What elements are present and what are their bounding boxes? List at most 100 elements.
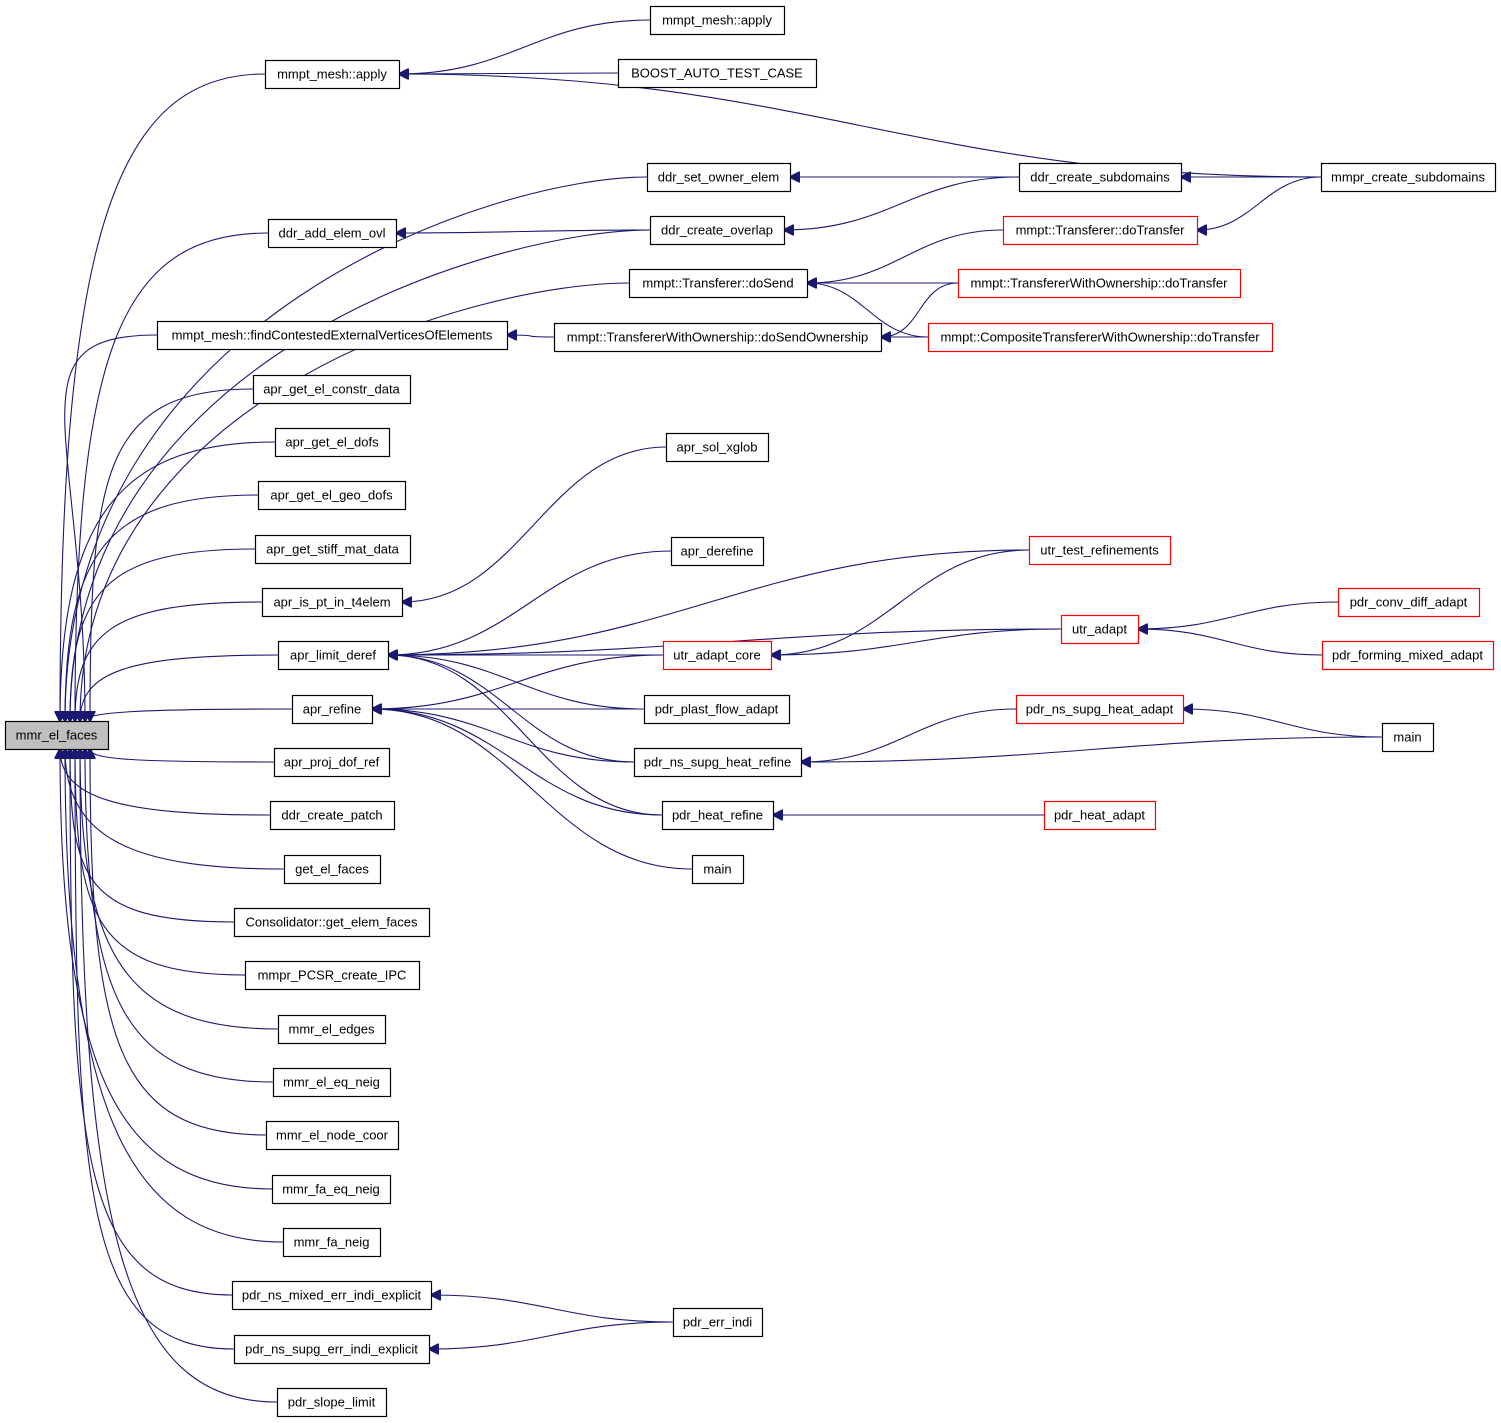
node-box xyxy=(661,800,775,831)
node-utr-adapt-core[interactable]: utr_adapt_core xyxy=(662,640,773,671)
node-box xyxy=(264,59,401,90)
node-ddr-create-patch[interactable]: ddr_create_patch xyxy=(269,800,396,831)
node-apr-get-el-geo-dofs[interactable]: apr_get_el_geo_dofs xyxy=(257,480,407,511)
node-mmpt-transferer-dosend[interactable]: mmpt::Transferer::doSend xyxy=(628,268,809,299)
node-label: mmr_el_node_coor xyxy=(276,1128,389,1143)
node-mmpt-mesh-findcontestedexternalverticesofelements[interactable]: mmpt_mesh::findContestedExternalVertices… xyxy=(156,320,509,351)
node-box xyxy=(665,432,770,463)
node-ddr-create-overlap[interactable]: ddr_create_overlap xyxy=(649,215,786,246)
node-apr-sol-xglob[interactable]: apr_sol_xglob xyxy=(665,432,770,463)
node-mmpt-mesh-apply[interactable]: mmpt_mesh::apply xyxy=(264,59,401,90)
node-main[interactable]: main xyxy=(691,854,745,885)
edge-adapt_core-to-refine xyxy=(372,654,664,709)
node-box xyxy=(277,640,390,671)
node-box xyxy=(649,215,786,246)
node-pdr-conv-diff-adapt[interactable]: pdr_conv_diff_adapt xyxy=(1337,587,1481,618)
node-pdr-heat-refine[interactable]: pdr_heat_refine xyxy=(661,800,775,831)
node-apr-get-el-dofs[interactable]: apr_get_el_dofs xyxy=(274,427,391,458)
node-utr-test-refinements[interactable]: utr_test_refinements xyxy=(1028,535,1172,566)
node-label: mmpt_mesh::apply xyxy=(662,13,772,28)
node-ddr-set-owner-elem[interactable]: ddr_set_owner_elem xyxy=(646,162,792,193)
node-pdr-forming-mixed-adapt[interactable]: pdr_forming_mixed_adapt xyxy=(1321,640,1495,671)
node-pdr-ns-mixed-err-indi-explicit[interactable]: pdr_ns_mixed_err_indi_explicit xyxy=(231,1280,433,1311)
node-box xyxy=(617,58,818,89)
node-apr-refine[interactable]: apr_refine xyxy=(291,694,374,725)
node-box xyxy=(267,218,398,249)
edge-ns_mixed_err-to-root xyxy=(70,749,233,1296)
edge-test_ref-to-adapt_core xyxy=(771,549,1030,655)
edge-two_dosendown-to-find_contested xyxy=(507,335,555,337)
node-box xyxy=(1015,694,1185,725)
node-box xyxy=(233,907,431,938)
node-pdr-ns-supg-heat-refine[interactable]: pdr_ns_supg_heat_refine xyxy=(633,747,803,778)
edge-proj_dof-to-root xyxy=(90,749,275,763)
node-mmpt-compositetransfererwithownership-dotransfer[interactable]: mmpt::CompositeTransfererWithOwnership::… xyxy=(927,322,1274,353)
edge-err_indi-to-ns_supg_err xyxy=(429,1321,674,1349)
node-box xyxy=(4,720,110,751)
node-label: utr_adapt xyxy=(1072,622,1127,637)
edge-mesh_apply2-to-mesh_apply xyxy=(399,19,651,74)
node-box xyxy=(276,1387,388,1418)
node-mmpt-transfererwithownership-dosendownership[interactable]: mmpt::TransfererWithOwnership::doSendOwn… xyxy=(553,322,883,353)
edge-limit_deref-to-root xyxy=(80,654,279,721)
node-ddr-add-elem-ovl[interactable]: ddr_add_elem_ovl xyxy=(267,218,398,249)
edge-set_owner-to-root xyxy=(65,176,648,721)
node-box xyxy=(662,640,773,671)
node-utr-adapt[interactable]: utr_adapt xyxy=(1060,614,1140,645)
node-pdr-ns-supg-heat-adapt[interactable]: pdr_ns_supg_heat_adapt xyxy=(1015,694,1185,725)
node-pdr-ns-supg-err-indi-explicit[interactable]: pdr_ns_supg_err_indi_explicit xyxy=(233,1334,431,1365)
node-mmr-el-edges[interactable]: mmr_el_edges xyxy=(277,1014,387,1045)
node-pdr-slope-limit[interactable]: pdr_slope_limit xyxy=(276,1387,388,1418)
node-label: apr_derefine xyxy=(681,544,754,559)
node-label: pdr_heat_adapt xyxy=(1054,808,1145,823)
node-label: ddr_add_elem_ovl xyxy=(279,226,386,241)
node-apr-get-stiff-mat-data[interactable]: apr_get_stiff_mat_data xyxy=(254,534,412,565)
node-box xyxy=(1028,535,1172,566)
node-box xyxy=(291,694,374,725)
node-pdr-plast-flow-adapt[interactable]: pdr_plast_flow_adapt xyxy=(643,694,791,725)
edge-fa_eq_neig-to-root xyxy=(60,749,273,1190)
node-label: apr_proj_dof_ref xyxy=(284,755,380,770)
node-box xyxy=(233,1334,431,1365)
node-mmr-fa-eq-neig[interactable]: mmr_fa_eq_neig xyxy=(271,1174,392,1205)
node-label: pdr_plast_flow_adapt xyxy=(655,702,779,717)
node-apr-is-pt-in-t4elem[interactable]: apr_is_pt_in_t4elem xyxy=(261,587,404,618)
node-mmpr-pcsr-create-ipc[interactable]: mmpr_PCSR_create_IPC xyxy=(244,960,421,991)
node-label: pdr_err_indi xyxy=(683,1315,752,1330)
node-main[interactable]: main xyxy=(1381,722,1435,753)
node-mmpt-transferer-dotransfer[interactable]: mmpt::Transferer::doTransfer xyxy=(1002,215,1199,246)
node-apr-get-el-constr-data[interactable]: apr_get_el_constr_data xyxy=(252,374,412,405)
node-mmr-el-eq-neig[interactable]: mmr_el_eq_neig xyxy=(272,1067,392,1098)
node-label: mmpt::Transferer::doTransfer xyxy=(1016,223,1185,238)
edge-main2-to-refine xyxy=(372,709,693,870)
edge-mmpr_create_subdomains-to-mesh_apply xyxy=(399,74,1322,178)
node-mmr-el-node-coor[interactable]: mmr_el_node_coor xyxy=(265,1120,400,1151)
node-mmr-fa-neig[interactable]: mmr_fa_neig xyxy=(282,1227,382,1258)
edge-refine-to-root xyxy=(85,708,293,721)
node-apr-derefine[interactable]: apr_derefine xyxy=(670,536,765,567)
node-boost-auto-test-case[interactable]: BOOST_AUTO_TEST_CASE xyxy=(617,58,818,89)
node-apr-limit-deref[interactable]: apr_limit_deref xyxy=(277,640,390,671)
node-get-el-faces[interactable]: get_el_faces xyxy=(283,854,382,885)
edge-derefine-to-limit_deref xyxy=(388,550,672,655)
edge-create_subdomains-to-create_overlap xyxy=(784,176,1020,230)
edge-t_dotransfer-to-t_dosend xyxy=(807,229,1004,283)
node-label: pdr_ns_supg_err_indi_explicit xyxy=(245,1342,418,1357)
edge-create_overlap-to-add_elem_ovl xyxy=(396,230,651,233)
node-ddr-create-subdomains[interactable]: ddr_create_subdomains xyxy=(1018,162,1183,193)
node-label: apr_get_stiff_mat_data xyxy=(266,542,400,557)
node-mmr-el-faces[interactable]: mmr_el_faces xyxy=(4,720,110,751)
node-apr-proj-dof-ref[interactable]: apr_proj_dof_ref xyxy=(273,747,391,778)
node-pdr-err-indi[interactable]: pdr_err_indi xyxy=(672,1307,764,1338)
node-consolidator-get-elem-faces[interactable]: Consolidator::get_elem_faces xyxy=(233,907,431,938)
node-box xyxy=(672,1307,764,1338)
node-box xyxy=(1002,215,1199,246)
node-mmpt-mesh-apply[interactable]: mmpt_mesh::apply xyxy=(649,5,786,36)
node-mmpr-create-subdomains[interactable]: mmpr_create_subdomains xyxy=(1320,162,1497,193)
node-label: Consolidator::get_elem_faces xyxy=(246,915,418,930)
node-mmpt-transfererwithownership-dotransfer[interactable]: mmpt::TransfererWithOwnership::doTransfe… xyxy=(957,268,1242,299)
node-box xyxy=(633,747,803,778)
edge-el_eq_neig-to-root xyxy=(85,749,274,1083)
node-pdr-heat-adapt[interactable]: pdr_heat_adapt xyxy=(1043,800,1157,831)
node-box xyxy=(277,1014,387,1045)
